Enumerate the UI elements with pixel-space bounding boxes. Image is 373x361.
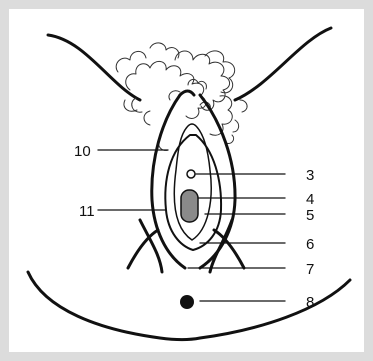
upper-left-contour [48, 35, 140, 100]
urethral-opening [187, 170, 195, 178]
label-8: 8 [306, 294, 314, 311]
top-notch [180, 91, 194, 95]
label-3: 3 [306, 167, 314, 184]
label-5: 5 [306, 207, 314, 224]
anus-dot [180, 295, 194, 309]
label-4: 4 [306, 191, 314, 208]
outer-right-fold [200, 95, 235, 268]
label-11: 11 [79, 203, 95, 220]
label-10: 10 [74, 143, 91, 160]
upper-right-contour [235, 28, 331, 100]
vaginal-opening [181, 190, 198, 222]
label-6: 6 [306, 236, 314, 253]
label-7: 7 [306, 261, 314, 278]
vestibule-outline [174, 124, 211, 240]
